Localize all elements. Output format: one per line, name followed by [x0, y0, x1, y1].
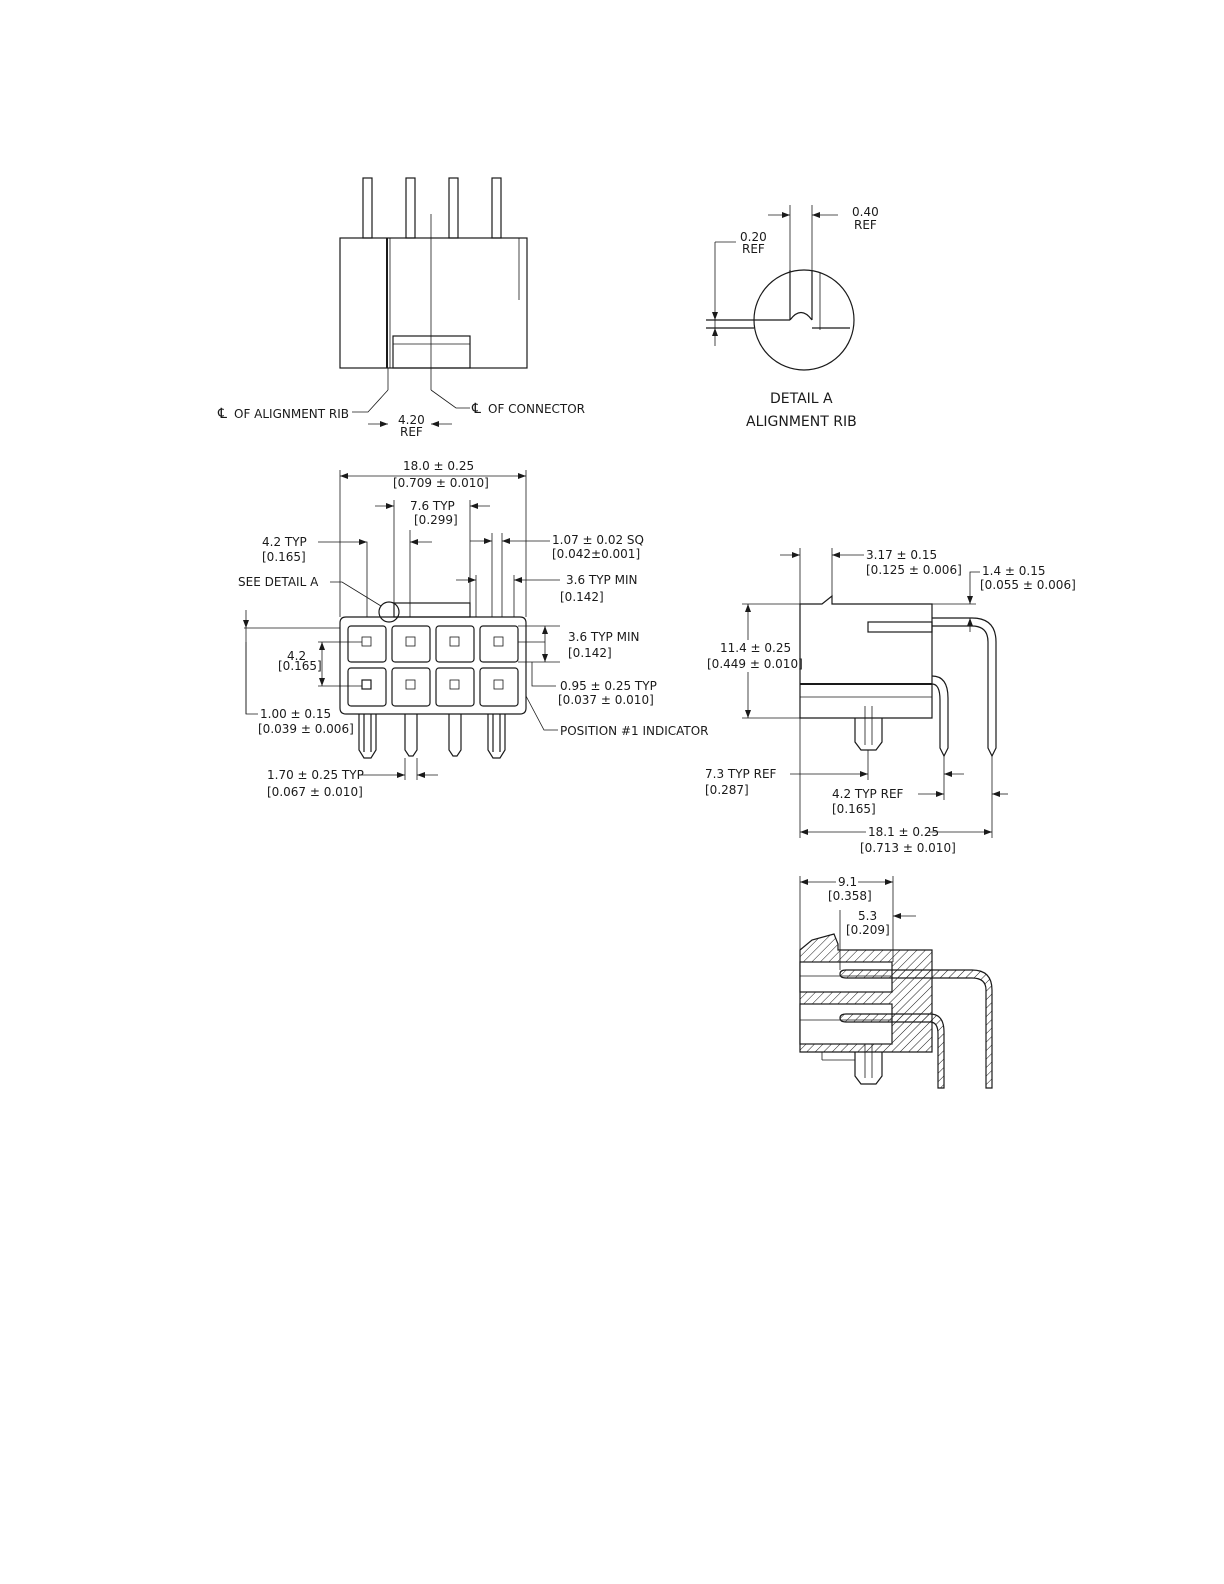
row-pitch-dim-in: [0.165]	[278, 659, 322, 673]
side-height-in: [0.449 ± 0.010]	[707, 657, 803, 671]
see-detail-label: SEE DETAIL A	[238, 575, 319, 589]
side-d2-in: [0.055 ± 0.006]	[980, 578, 1076, 592]
section-d1: 9.1	[838, 875, 857, 889]
side-ref1: 7.3 TYP REF	[705, 767, 777, 781]
width-dim: 18.0 ± 0.25	[403, 459, 474, 473]
section-view: 9.1 [0.358] 5.3 [0.209]	[799, 875, 993, 1089]
side-length-in: [0.713 ± 0.010]	[860, 841, 956, 855]
side-ref2: 4.2 TYP REF	[832, 787, 904, 801]
cl-symbol: ℄	[217, 406, 227, 422]
min-top-dim-in: [0.142]	[560, 590, 604, 604]
detail-subtitle: ALIGNMENT RIB	[746, 414, 857, 430]
min-right-dim: 3.6 TYP MIN	[568, 630, 639, 644]
detail-dim2-value: 0.20	[740, 230, 767, 244]
row-pitch-dim: 4.2	[287, 649, 306, 663]
front-view: 18.0 ± 0.25 [0.709 ± 0.010] 7.6 TYP [0.2…	[238, 459, 709, 799]
section-d1-in: [0.358]	[828, 889, 872, 903]
ref-label: REF	[400, 425, 423, 439]
side-view: 3.17 ± 0.15 [0.125 ± 0.006] 1.4 ± 0.15 […	[705, 548, 1076, 855]
side-d2: 1.4 ± 0.15	[982, 564, 1046, 578]
side-ref2-in: [0.165]	[832, 802, 876, 816]
width-dim-in: [0.709 ± 0.010]	[393, 476, 489, 490]
rib-gap-dim-in: [0.037 ± 0.010]	[558, 693, 654, 707]
cl-connector-label: OF CONNECTOR	[488, 402, 585, 416]
ref-value: 4.20	[398, 413, 425, 427]
min-top-dim: 3.6 TYP MIN	[566, 573, 637, 587]
side-d1-in: [0.125 ± 0.006]	[866, 563, 962, 577]
side-length: 18.1 ± 0.25	[868, 825, 939, 839]
cl-symbol: ℄	[471, 401, 481, 417]
top-view: ℄ ℄ OF ALIGNMENT RIB OF CONNECTOR 4.20 R…	[217, 177, 585, 439]
rib-gap-dim: 0.95 ± 0.25 TYP	[560, 679, 657, 693]
tail-dim: 1.70 ± 0.25 TYP	[267, 768, 364, 782]
cl-alignment-rib-label: OF ALIGNMENT RIB	[234, 407, 349, 421]
detail-dim2-label: REF	[742, 242, 765, 256]
cavity-row-1	[347, 625, 519, 663]
side-d1: 3.17 ± 0.15	[866, 548, 937, 562]
tail-dim-in: [0.067 ± 0.010]	[267, 785, 363, 799]
detail-dim1-value: 0.40	[852, 205, 879, 219]
side-height: 11.4 ± 0.25	[720, 641, 791, 655]
pin-size-dim: 1.07 ± 0.02 SQ	[552, 533, 644, 547]
min-right-dim-in: [0.142]	[568, 646, 612, 660]
section-d2-in: [0.209]	[846, 923, 890, 937]
side-ref1-in: [0.287]	[705, 783, 749, 797]
col-pitch-dim: 4.2 TYP	[262, 535, 307, 549]
detail-dim1-label: REF	[854, 218, 877, 232]
offset-dim: 1.00 ± 0.15	[260, 707, 331, 721]
section-d2: 5.3	[858, 909, 877, 923]
cavity-row-2	[347, 667, 519, 707]
col-pitch-dim-in: [0.165]	[262, 550, 306, 564]
pin-size-dim-in: [0.042±0.001]	[552, 547, 640, 561]
pitch-dim-in: [0.299]	[414, 513, 458, 527]
offset-dim-in: [0.039 ± 0.006]	[258, 722, 354, 736]
detail-title: DETAIL A	[770, 391, 833, 407]
detail-a: 0.40 REF 0.20 REF DETAIL A ALIGNMENT RIB	[706, 205, 879, 430]
pitch-dim: 7.6 TYP	[410, 499, 455, 513]
position-indicator-label: POSITION #1 INDICATOR	[560, 724, 709, 738]
